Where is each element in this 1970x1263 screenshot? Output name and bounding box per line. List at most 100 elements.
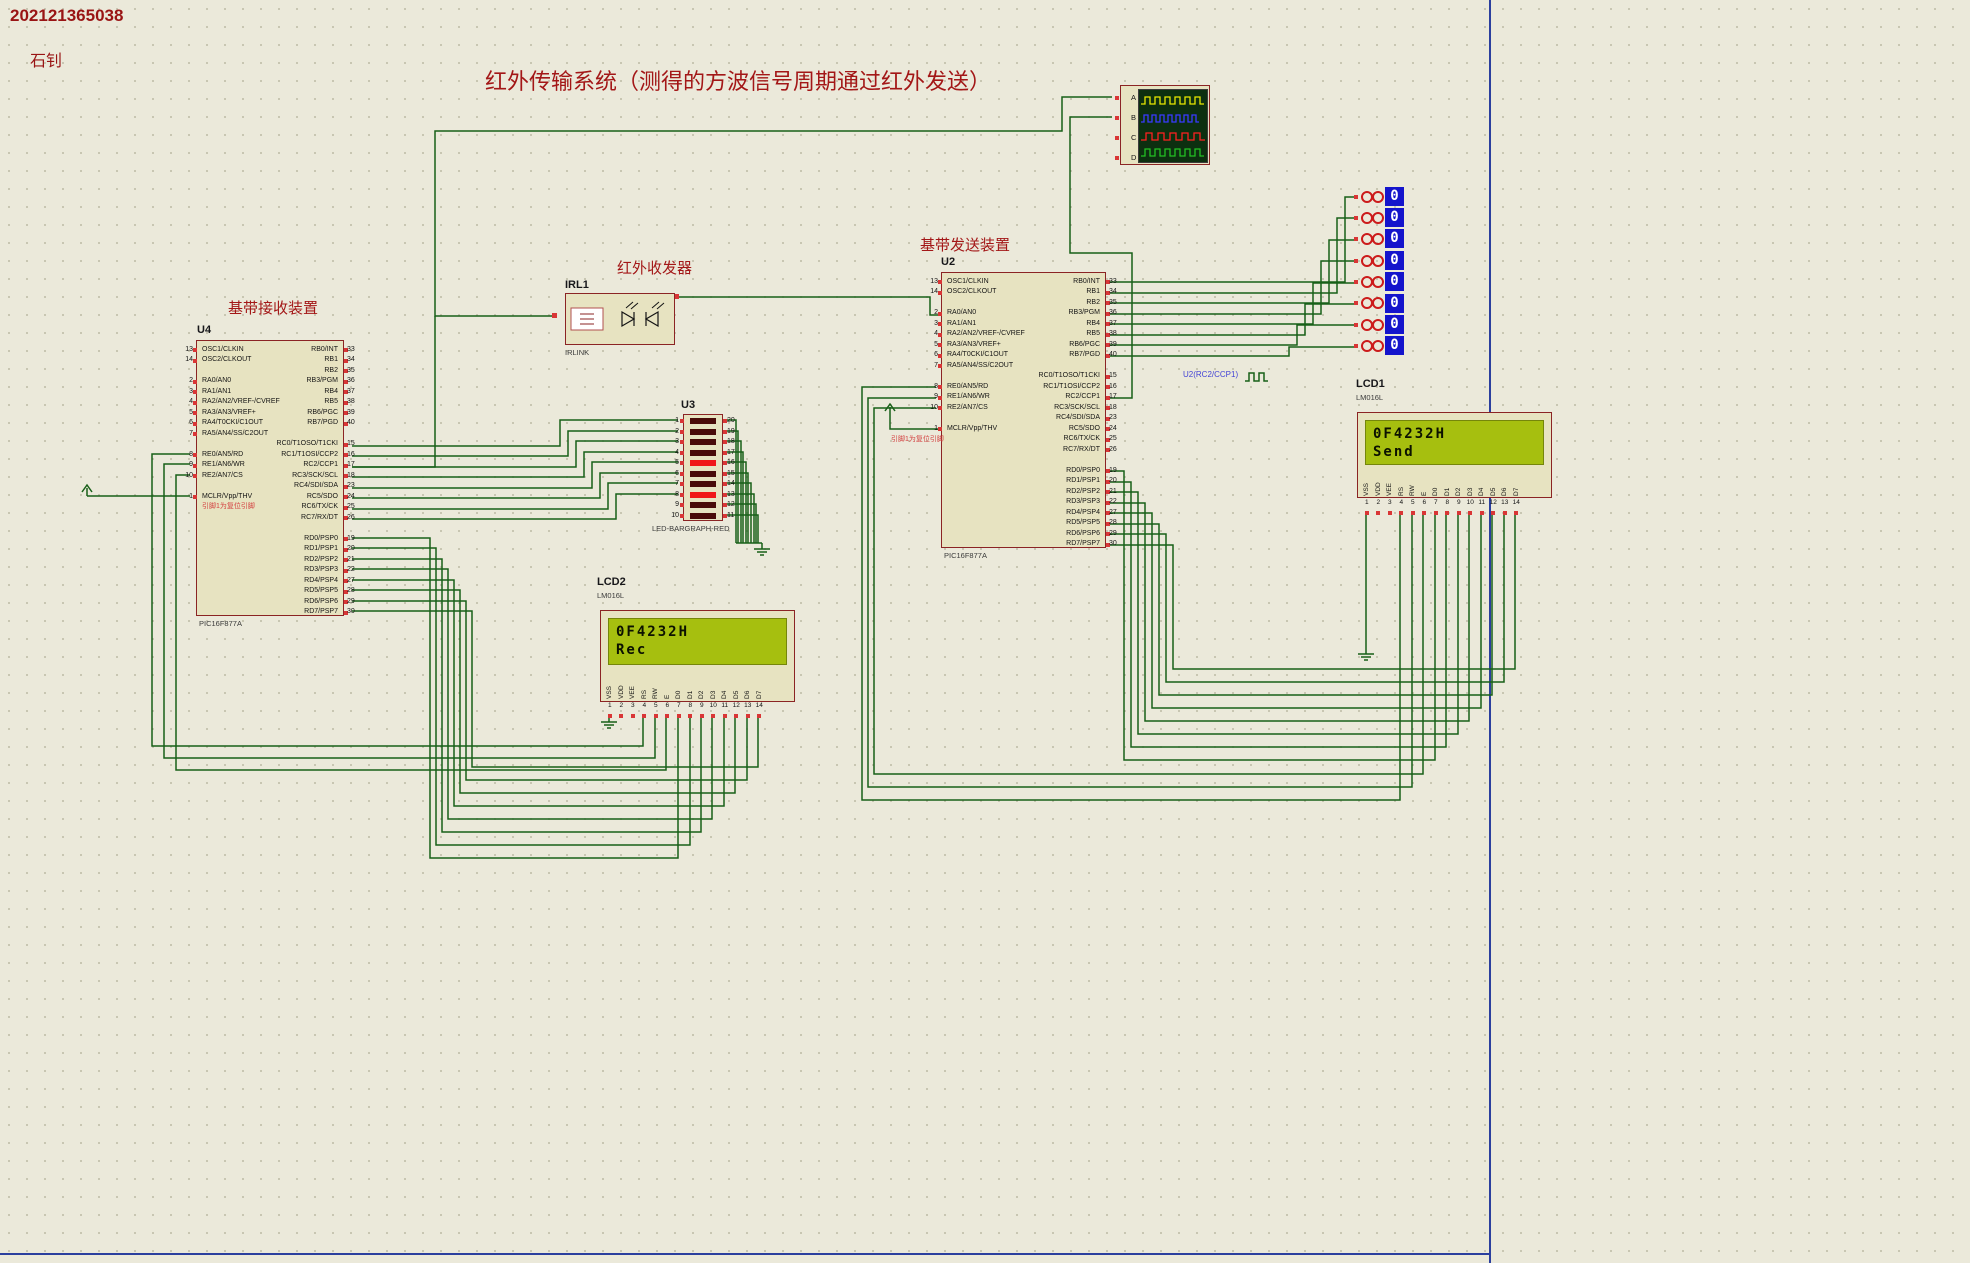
logic-probe[interactable]: 0 xyxy=(1352,250,1408,271)
oscilloscope[interactable]: A B C D xyxy=(1115,85,1210,168)
logic-probe[interactable]: 0 xyxy=(1352,186,1408,207)
pin-row[interactable] xyxy=(277,429,343,440)
pin-row[interactable] xyxy=(197,439,280,450)
pin-row[interactable] xyxy=(197,366,280,377)
scope-channel-label[interactable]: C xyxy=(1115,128,1136,148)
scope-channel-label[interactable]: D xyxy=(1115,148,1136,168)
pin-row[interactable] xyxy=(942,371,1025,382)
pin-row[interactable] xyxy=(277,523,343,534)
logic-probe[interactable]: 0 xyxy=(1352,272,1408,293)
irl1-irlink-component[interactable] xyxy=(565,293,675,345)
logic-probe[interactable]: 0 xyxy=(1352,293,1408,314)
logic-probe[interactable]: 0 xyxy=(1352,336,1408,357)
pin-row[interactable] xyxy=(1039,361,1105,372)
scope-channel-label[interactable]: B xyxy=(1115,108,1136,128)
